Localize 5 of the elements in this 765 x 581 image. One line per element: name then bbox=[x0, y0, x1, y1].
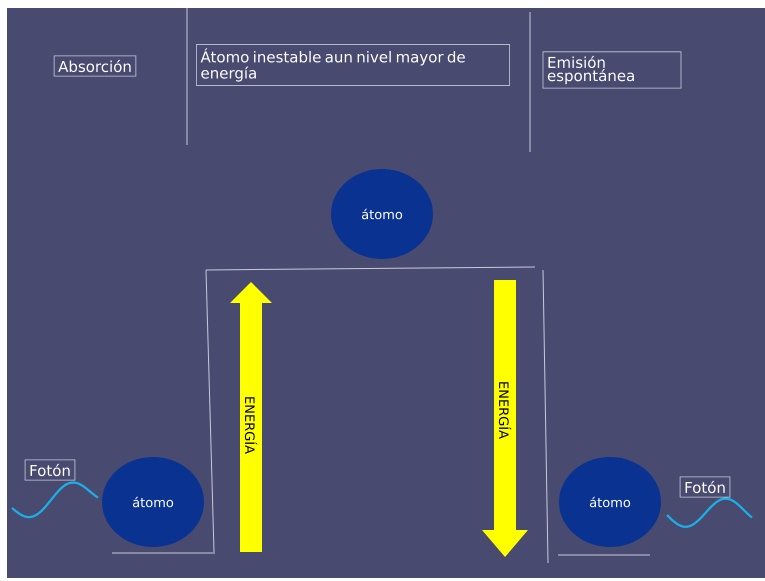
text-box: Átomo inestable aun nivel mayor de energía bbox=[196, 44, 510, 86]
text-box: Fotón bbox=[680, 476, 730, 498]
text-box: Emisión espontánea bbox=[542, 51, 682, 89]
text-box: Fotón bbox=[24, 460, 76, 480]
text-box: Absorción bbox=[54, 56, 136, 76]
